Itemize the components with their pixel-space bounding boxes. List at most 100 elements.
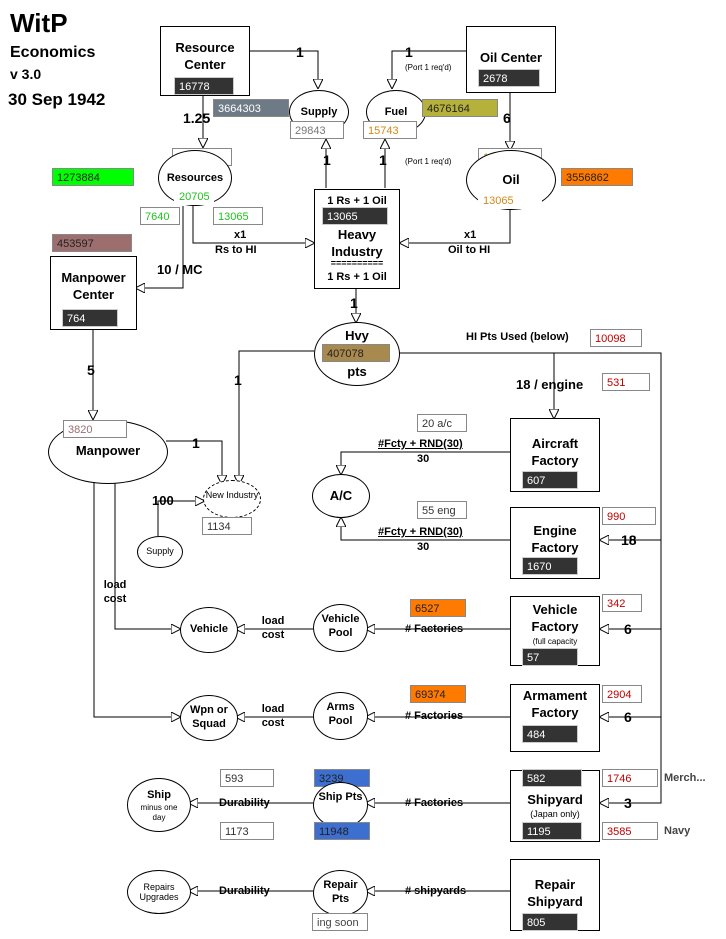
resource-center-value: 16778 (174, 77, 234, 95)
label-load-cost-1: load cost (103, 579, 127, 605)
ship-blue-2-value: 11948 (314, 822, 370, 840)
vehicle-pool-label: Vehicle Pool (321, 613, 360, 639)
vehicle-side-value: 342 (602, 594, 642, 612)
arms-pool-node[interactable]: Arms Pool (313, 692, 368, 740)
navy-value: 3585 (602, 822, 658, 840)
game-date: 30 Sep 1942 (8, 90, 106, 109)
vehicle-node[interactable]: Vehicle (180, 607, 238, 653)
label-factories-veh: # Factories (405, 623, 464, 635)
hvy-pts-value: 407078 (322, 344, 390, 362)
ship-note: minus one day (140, 803, 178, 822)
label-one-manpower: 1 (192, 435, 200, 451)
ship-node[interactable]: Ship minus one day (127, 778, 191, 832)
engine-factory-label: Engine Factory (531, 523, 579, 555)
manpower-center-value: 764 (62, 309, 118, 327)
armament-factory-node[interactable]: Armament Factory (510, 684, 600, 752)
vehicle-factory-note: (full capacity (532, 637, 578, 646)
shipyard-2-value: 1195 (522, 822, 582, 840)
vehicle-pool-value: 6527 (410, 599, 466, 617)
oil-center-label: Oil Center (479, 50, 543, 65)
aircraft-factory-value: 607 (522, 471, 578, 489)
label-six-veh: 6 (624, 621, 632, 637)
label-oil-to-hi: Oil to HI (448, 244, 491, 256)
label-load-cost-2: load cost (261, 615, 285, 641)
ship-left-1-value: 593 (220, 769, 274, 787)
engine-factory-value: 1670 (522, 557, 578, 575)
app-title: WitP (10, 8, 68, 38)
label-durability-1: Durability (219, 797, 270, 809)
resources-value: 20705 (174, 187, 214, 205)
manpower-value: 3820 (63, 420, 127, 438)
repair-pts-value: ing soon (312, 913, 368, 931)
label-thirty-2: 30 (417, 541, 430, 553)
label-one-hvy-new: 1 (234, 372, 242, 388)
hi-pts-used-value: 10098 (590, 329, 642, 347)
shipyard-note: (Japan only) (530, 809, 580, 819)
manpower-center-label: Manpower Center (61, 270, 126, 302)
label-hundred: 100 (152, 493, 174, 508)
ship-pts-label: Ship Pts (318, 791, 363, 803)
fuel-value: 15743 (363, 121, 417, 139)
hi-pts-used-label: HI Pts Used (below) (466, 331, 569, 343)
eng-count-value: 55 eng (417, 501, 467, 519)
label-port-req-2: (Port 1 req'd) (405, 157, 452, 166)
supply-small-node[interactable]: Supply (137, 536, 183, 568)
new-industry-value: 1134 (202, 517, 252, 535)
repair-pts-node[interactable]: Repair Pts (313, 870, 368, 916)
app-version: v 3.0 (10, 66, 42, 82)
label-fcty-rnd-1: #Fcty + RND(30) (378, 438, 463, 450)
new-industry-label: New Industry (205, 490, 259, 500)
label-one-oc-fuel: 1 (405, 44, 413, 60)
merch-label: Merch... (664, 772, 706, 784)
label-eighteen: 18 (621, 532, 637, 548)
repair-pts-label: Repair Pts (323, 879, 358, 905)
hi-separator: ========== (330, 258, 384, 268)
supply-value: 29843 (290, 121, 344, 139)
navy-label: Navy (664, 825, 691, 837)
wpn-squad-node[interactable]: Wpn or Squad (180, 695, 238, 741)
manpower-label: Manpower (75, 443, 141, 458)
label-one-rc-supply: 1 (296, 44, 304, 60)
vehicle-pool-node[interactable]: Vehicle Pool (313, 604, 368, 652)
label-six-oil: 6 (503, 110, 511, 126)
supply-label: Supply (300, 106, 338, 118)
label-five: 5 (87, 362, 95, 378)
label-ten-mc: 10 / MC (157, 262, 203, 277)
oil-label: Oil (502, 172, 520, 187)
ac-node[interactable]: A/C (312, 474, 370, 518)
label-one-fuel-hi: 1 (379, 152, 387, 168)
label-port-req-1: (Port 1 req'd) (405, 63, 452, 72)
resources-right-value: 13065 (213, 207, 263, 225)
label-six-arm: 6 (624, 709, 632, 725)
heavy-industry-node[interactable]: 1 Rs + 1 Oil Heavy Industry ========== 1… (314, 189, 400, 289)
ship-label: Ship (147, 789, 171, 801)
armament-side-value: 2904 (602, 685, 642, 703)
armament-factory-value: 484 (522, 725, 578, 743)
new-industry-node[interactable]: New Industry (203, 480, 261, 518)
label-one-supply-hi: 1 (323, 152, 331, 168)
oil-value: 13065 (478, 191, 542, 209)
arms-pool-value: 69374 (410, 685, 466, 703)
oil-pool-value: 3556862 (561, 168, 633, 186)
repairs-node[interactable]: Repairs Upgrades (127, 870, 191, 914)
repair-shipyard-value: 805 (522, 913, 578, 931)
label-x1-rs: x1 (234, 229, 247, 241)
ship-pts-node[interactable]: Ship Pts (313, 782, 368, 828)
hvy-pts-top-label: Hvy (345, 328, 369, 343)
shipyard-1-value: 582 (522, 769, 582, 787)
engine-side-value: 990 (602, 507, 656, 525)
repair-shipyard-label: Repair Shipyard (527, 877, 583, 909)
merch-value: 1746 (602, 769, 658, 787)
fuel-label: Fuel (384, 106, 408, 118)
label-one-hi-hvy: 1 (350, 295, 358, 311)
vehicle-label: Vehicle (190, 623, 228, 635)
label-rate-125: 1.25 (183, 110, 211, 126)
label-eighteen-engine: 18 / engine (516, 377, 584, 392)
fuel-pool-value: 4676164 (422, 99, 498, 117)
green-total-value: 1273884 (52, 168, 134, 186)
ac-count-value: 20 a/c (417, 414, 467, 432)
hi-input-bottom: 1 Rs + 1 Oil (327, 271, 387, 283)
repairs-label: Repairs Upgrades (139, 882, 179, 902)
shipyard-label: Shipyard (527, 792, 583, 807)
